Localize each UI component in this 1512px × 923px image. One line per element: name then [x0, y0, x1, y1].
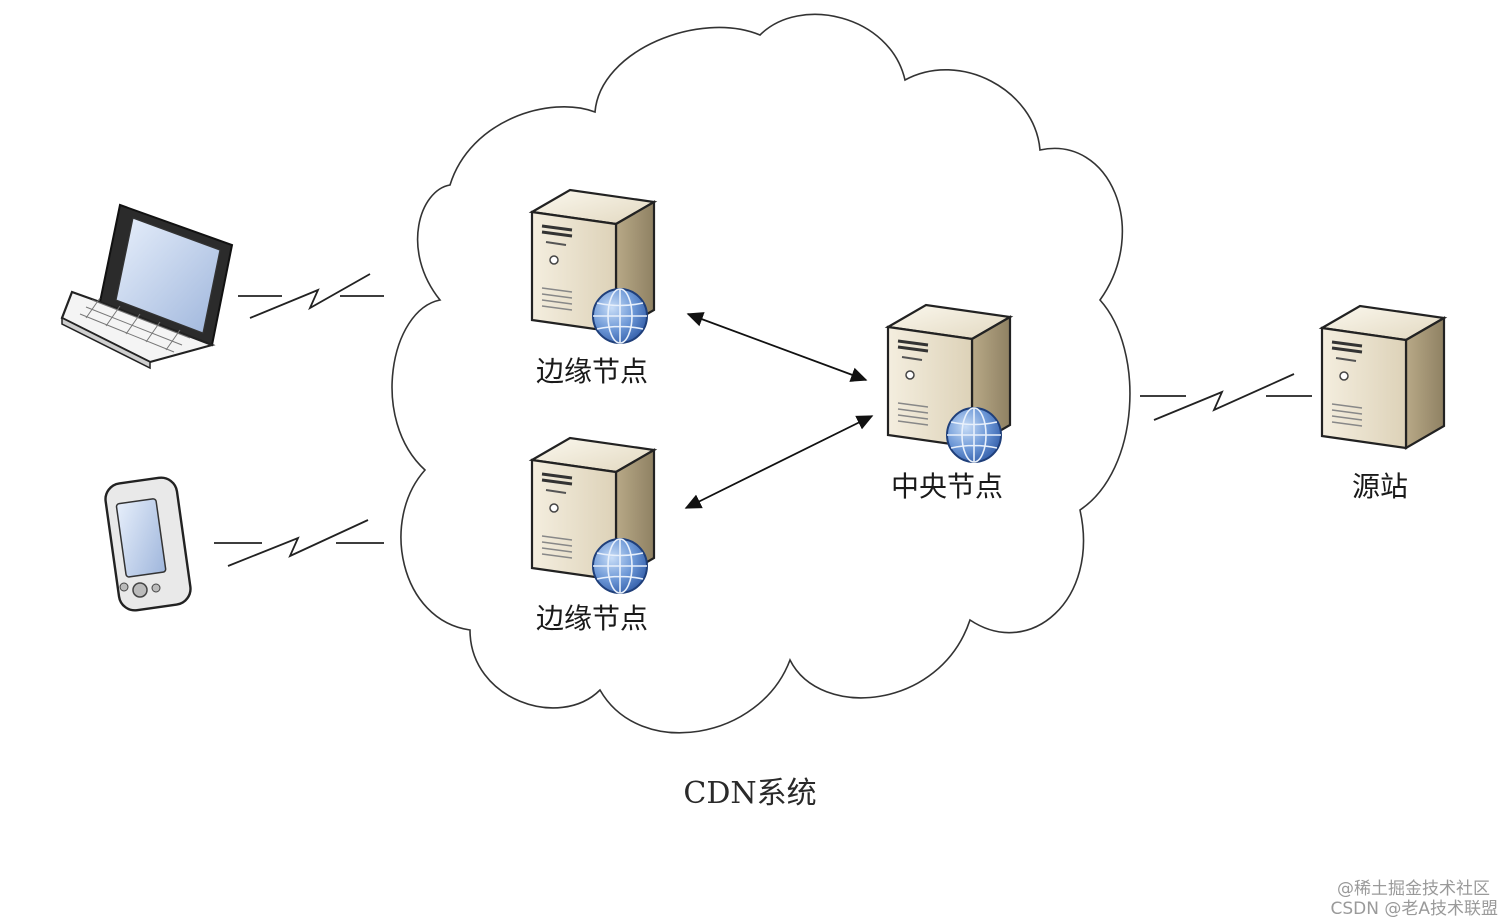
laptop-icon: [60, 203, 234, 370]
watermark-juejin: @稀土掘金技术社区: [1337, 879, 1490, 899]
arrow-edge-bottom-central: [684, 415, 874, 509]
globe-icon: [592, 538, 648, 594]
wireless-link-origin: [1140, 373, 1312, 421]
origin-server-label: 源站: [1352, 470, 1408, 503]
globe-icon: [592, 288, 648, 344]
wireless-link-phone: [214, 519, 384, 567]
cdn-system-label: CDN系统: [683, 776, 816, 811]
central-node: [886, 303, 1012, 463]
origin-server: [1320, 304, 1446, 450]
edge-node-bottom: [530, 436, 656, 594]
wireless-link-laptop: [238, 273, 384, 319]
central-node-label: 中央节点: [891, 470, 1003, 503]
watermark-csdn: CSDN @老A技术联盟: [1330, 899, 1498, 919]
globe-icon: [946, 407, 1002, 463]
cdn-cloud: [391, 13, 1131, 734]
edge-node-top-label: 边缘节点: [536, 355, 648, 388]
edge-node-top: [530, 188, 656, 344]
arrow-edge-top-central: [686, 312, 868, 382]
edge-node-bottom-label: 边缘节点: [536, 602, 648, 635]
phone-icon: [104, 476, 192, 612]
